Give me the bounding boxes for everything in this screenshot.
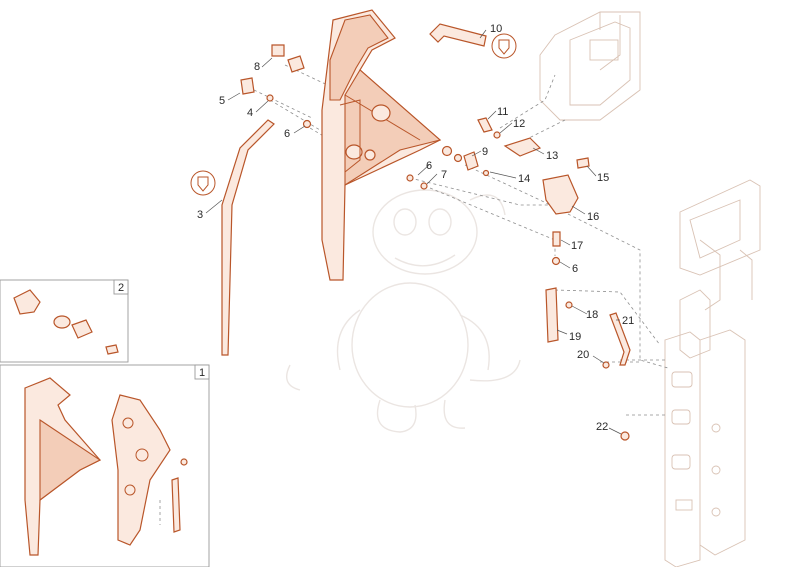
lubrication-symbol-icon [190,170,216,196]
leader-lines [205,29,622,435]
callout-18: 18 [586,309,598,321]
inset-1-number: 1 [199,367,205,379]
bracket-part-16 [542,174,579,215]
callout-22: 22 [596,421,608,433]
callout-6: 6 [284,128,290,140]
callout-20: 20 [577,349,589,361]
machine-frame [539,11,761,567]
callout-6: 6 [426,160,432,172]
callout-8: 8 [254,61,260,73]
inset-2-box [0,279,129,363]
inset-1-box [0,364,210,567]
callout-12: 12 [513,118,525,130]
handle-part-10 [429,23,487,47]
callout-6: 6 [572,263,578,275]
watermark-mascot [286,189,521,433]
callout-15: 15 [597,172,609,184]
callout-9: 9 [482,146,488,158]
main-guard-panel [321,9,442,281]
callout-19: 19 [569,331,581,343]
callout-21: 21 [622,315,634,327]
callout-5: 5 [219,95,225,107]
callout-17: 17 [571,240,583,252]
callout-labels: 8 5 4 6 3 10 11 12 13 9 14 6 7 15 16 17 … [118,23,634,433]
callout-16: 16 [587,211,599,223]
inset-2-number: 2 [118,282,124,294]
fasteners-left [240,44,312,129]
callout-4: 4 [247,107,253,119]
callout-7: 7 [441,169,447,181]
callout-13: 13 [546,150,558,162]
fasteners-lower [545,231,631,441]
rod-part-3 [221,119,275,356]
callout-11: 11 [497,106,508,118]
fasteners-right [406,117,590,190]
lubrication-symbol-icon [491,33,517,59]
callout-14: 14 [518,173,530,185]
callout-10: 10 [490,23,502,35]
callout-3: 3 [197,209,203,221]
